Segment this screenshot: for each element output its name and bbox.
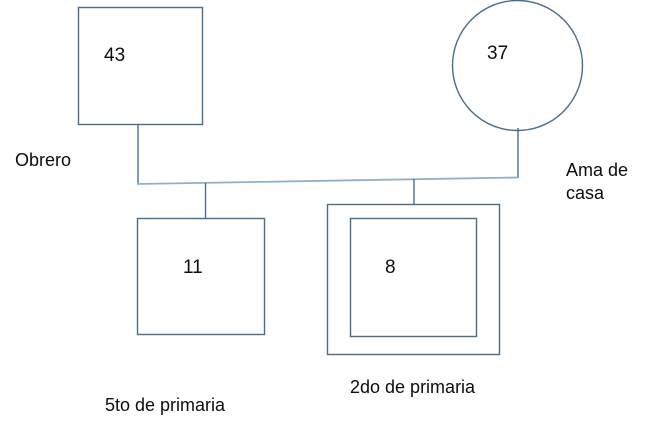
father-square[interactable] [77,6,204,126]
child-1-education-label: 5to de primaria [105,395,226,415]
child-2-education-label: 2do de primaria [350,377,476,397]
mother-age: 37 [487,43,509,64]
mother-circle[interactable] [451,0,584,132]
child-2-inner-square[interactable] [349,217,478,338]
father-age: 43 [104,45,126,66]
mother-occupation-label: Ama de casa [566,160,629,203]
sibling-line [136,176,519,185]
child-1-square[interactable] [136,217,266,336]
child-2-age: 8 [385,257,396,278]
child-1-age: 11 [183,257,203,278]
father-occupation-label: Obrero [15,150,72,170]
